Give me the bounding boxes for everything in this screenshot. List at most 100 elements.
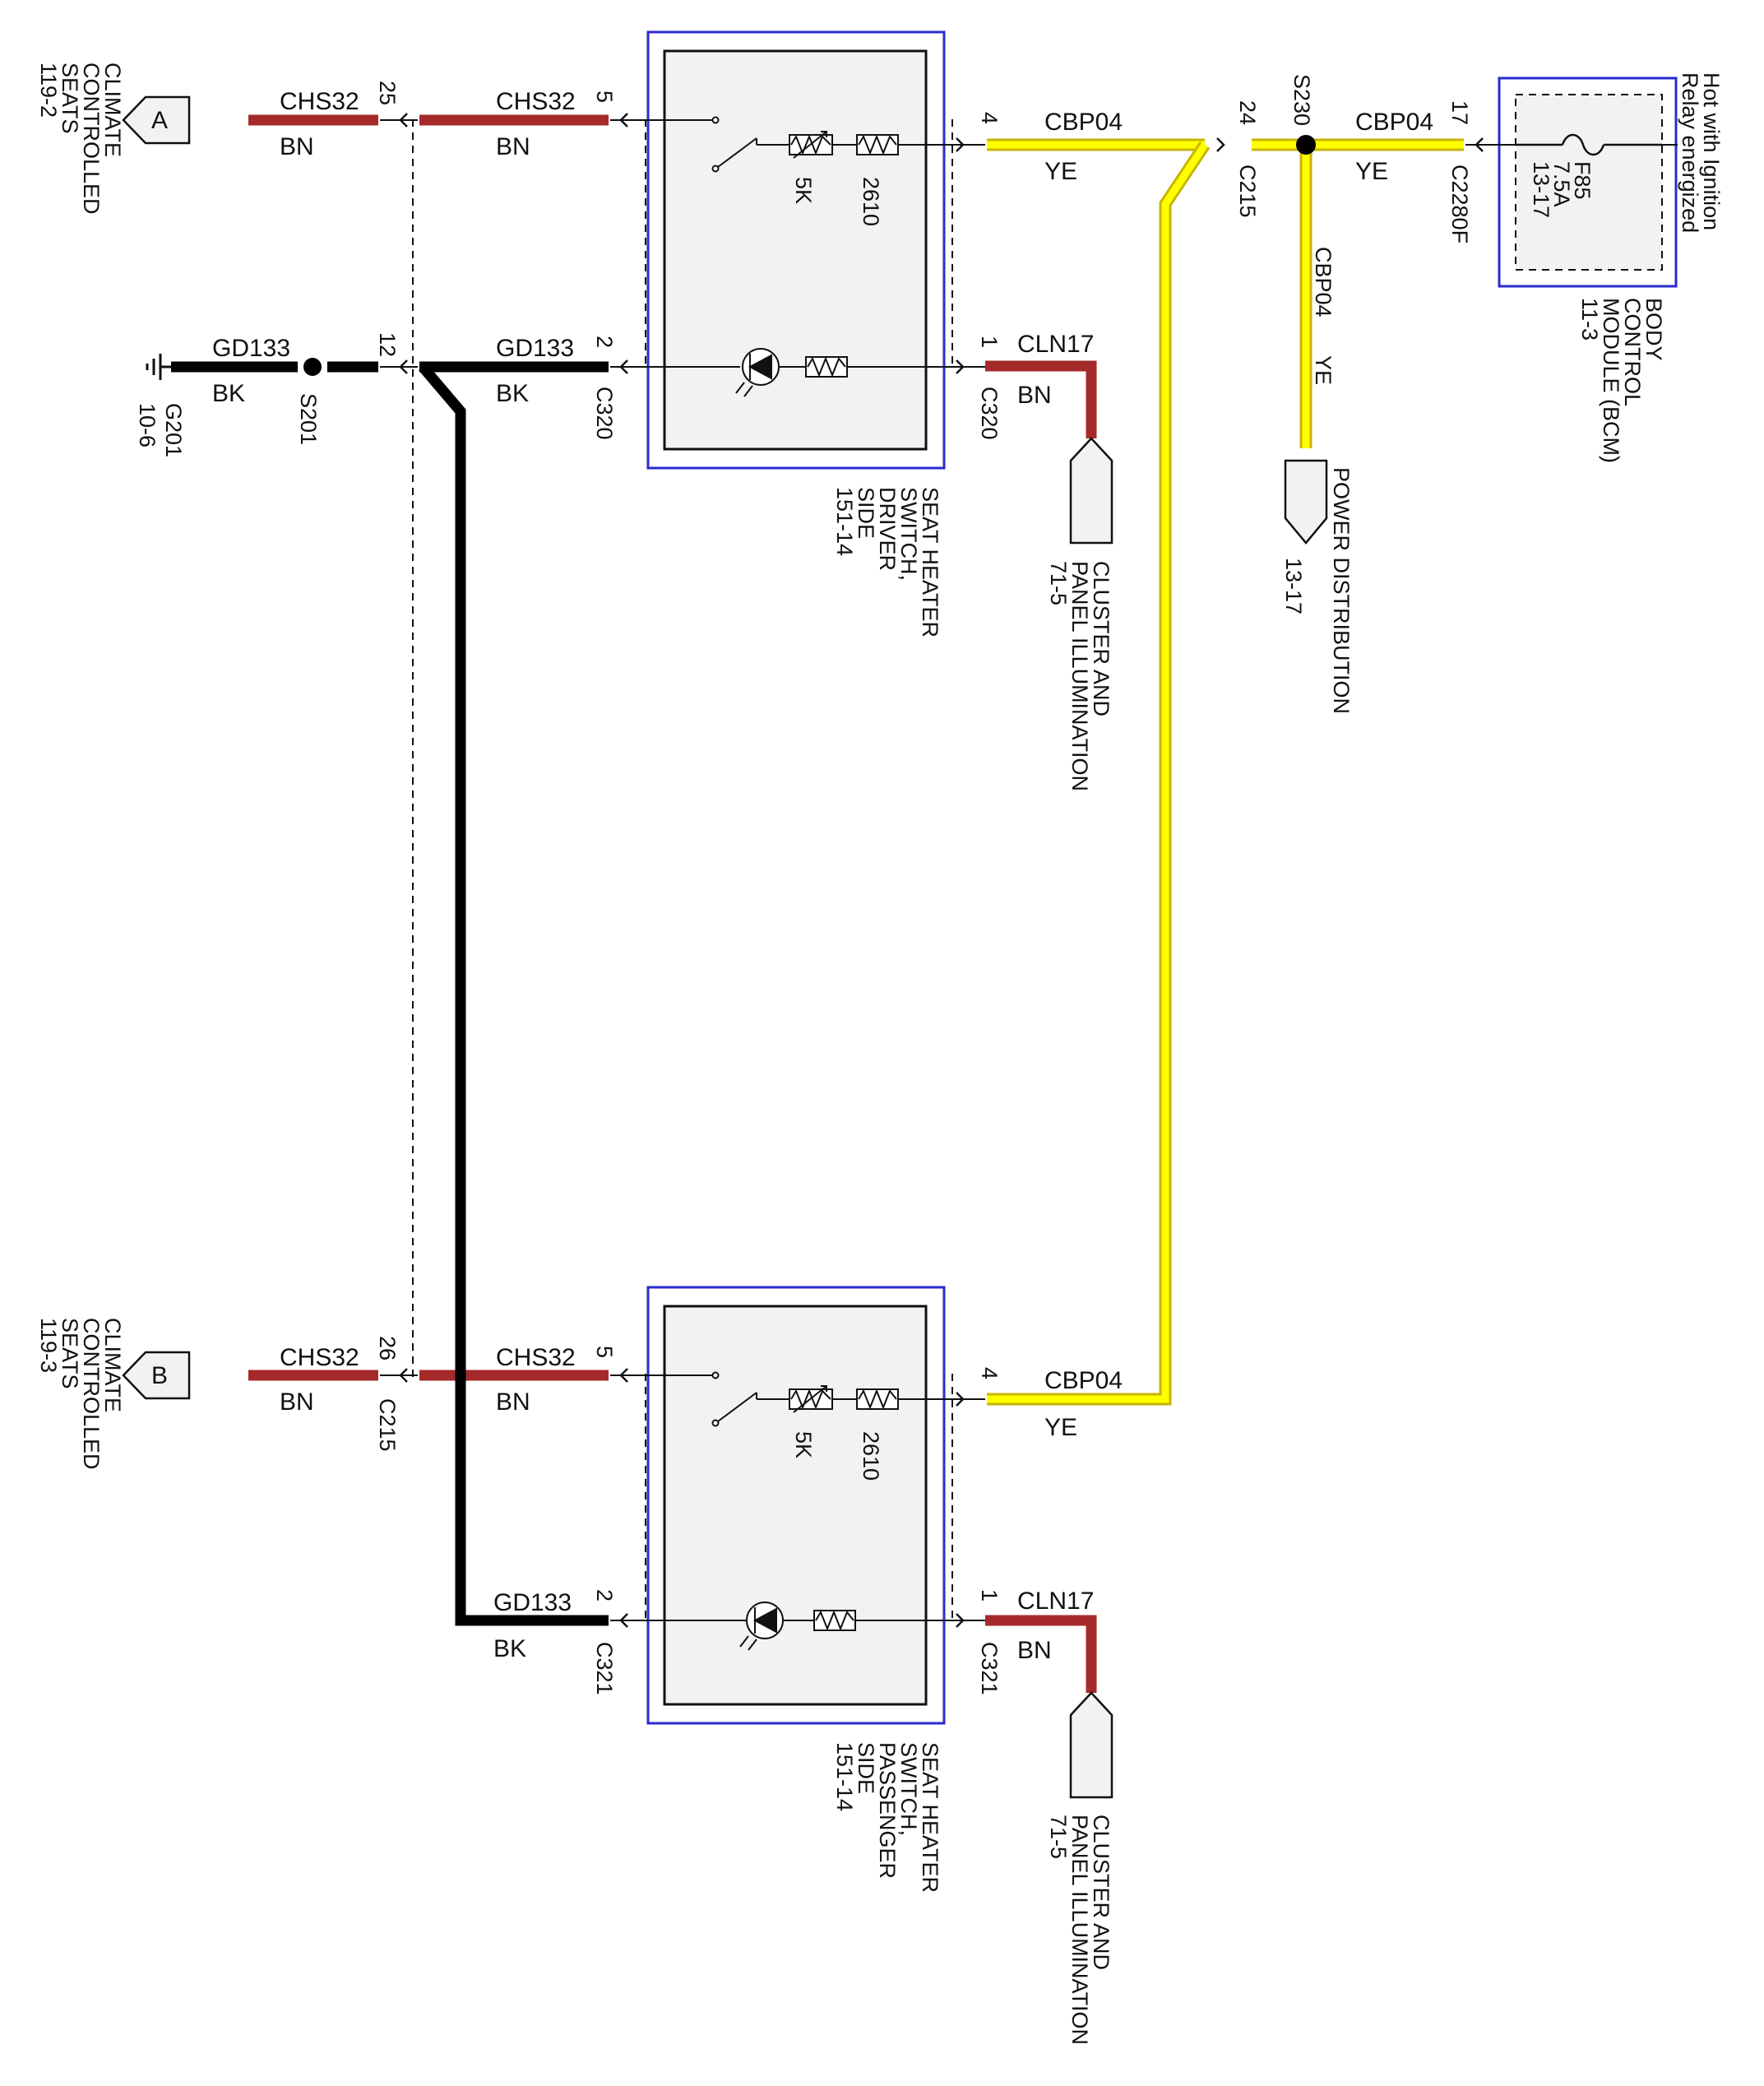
switch-title: SEAT HEATER bbox=[918, 1742, 942, 1893]
color-label: BN bbox=[280, 133, 314, 160]
switch-title: PASSENGER bbox=[875, 1742, 900, 1879]
climate-seats-a-connector bbox=[122, 95, 191, 145]
pin-number: 17 bbox=[1447, 100, 1472, 125]
cluster-title: PANEL ILLUMINATION bbox=[1067, 1815, 1092, 2045]
pin-number: 1 bbox=[977, 1589, 1002, 1602]
color-label: BN bbox=[280, 1388, 314, 1416]
circuit-label: GD133 bbox=[496, 335, 574, 362]
pin-number: 12 bbox=[375, 332, 400, 357]
fuse-rating: 7.5A bbox=[1549, 161, 1574, 207]
splice-label: S230 bbox=[1289, 74, 1314, 126]
cluster-ref: 71-5 bbox=[1046, 561, 1071, 605]
switch-title: SWITCH, bbox=[896, 487, 921, 581]
thin-leads bbox=[380, 119, 1678, 1621]
hot-note: Hot with Ignition bbox=[1699, 72, 1724, 230]
pin-number: 2 bbox=[592, 336, 617, 348]
ccs-title: CONTROLLED bbox=[79, 1318, 104, 1470]
ccs-title: CLIMATE bbox=[100, 1318, 125, 1412]
seat-heater-switch-passenger-outer bbox=[646, 1286, 946, 1725]
hot-note: Relay energized bbox=[1678, 72, 1702, 233]
fuse-name: F85 bbox=[1570, 161, 1595, 200]
arrow-connector-icon bbox=[399, 113, 1484, 1628]
cluster-ref: 71-5 bbox=[1046, 1815, 1071, 1859]
splice-label: S201 bbox=[296, 393, 321, 445]
pin-number: 5 bbox=[592, 90, 617, 103]
pin-number: 24 bbox=[1235, 100, 1260, 125]
circuit-label: CBP04 bbox=[1044, 109, 1123, 136]
led-icon bbox=[664, 348, 806, 397]
connector-label: C320 bbox=[592, 387, 617, 440]
seat-heater-switch-driver-outer bbox=[646, 30, 946, 470]
color-label: BK bbox=[212, 380, 245, 407]
color-label: YE bbox=[1044, 158, 1077, 185]
ground-icon bbox=[146, 354, 171, 380]
circuit-label: CBP04 bbox=[1311, 247, 1336, 318]
ccs-title: CLIMATE bbox=[100, 63, 125, 157]
diamond-connector-icon bbox=[1069, 1691, 1113, 1799]
circuit-label: GD133 bbox=[212, 335, 290, 362]
power-distribution-title: POWER DISTRIBUTION bbox=[1329, 467, 1354, 714]
connector-label: C321 bbox=[977, 1642, 1002, 1695]
resistor-icon bbox=[813, 1610, 926, 1631]
connector-label: C321 bbox=[592, 1642, 617, 1695]
connector-label: C320 bbox=[977, 387, 1002, 440]
switch-ref: 151-14 bbox=[832, 487, 857, 556]
diamond-connector-icon bbox=[1284, 459, 1328, 545]
cluster-title: CLUSTER AND bbox=[1089, 561, 1113, 716]
bcm-title: CONTROL bbox=[1620, 298, 1645, 406]
ccs-ref: 119-3 bbox=[36, 1318, 61, 1373]
pin-number: 25 bbox=[375, 81, 400, 105]
resistor-icon bbox=[789, 1385, 926, 1413]
climate-seats-b-connector bbox=[122, 1351, 191, 1400]
ccs-title: SEATS bbox=[58, 1318, 82, 1389]
seat-heater-switch-passenger-body bbox=[663, 1305, 928, 1706]
switch-title: SIDE bbox=[854, 487, 878, 539]
ccs-title: SEATS bbox=[58, 63, 82, 134]
circuit-label: CBP04 bbox=[1044, 1367, 1123, 1394]
pin-number: 1 bbox=[977, 336, 1002, 348]
switch-ref: 151-14 bbox=[832, 1742, 857, 1811]
resistor-value: 5K bbox=[791, 1431, 816, 1458]
switch-title: SWITCH, bbox=[896, 1742, 921, 1836]
bcm-ref: 11-3 bbox=[1577, 298, 1602, 341]
bcm-title: MODULE (BCM) bbox=[1599, 298, 1623, 463]
circuit-label: CHS32 bbox=[280, 88, 359, 115]
circuit-label: GD133 bbox=[493, 1589, 572, 1616]
circuit-label: CHS32 bbox=[280, 1344, 359, 1371]
resistor-icon bbox=[805, 356, 926, 378]
switch-icon bbox=[664, 1371, 789, 1427]
resistor-value: 5K bbox=[791, 177, 816, 204]
connector-label: C215 bbox=[375, 1398, 400, 1452]
bcm-title: BODY bbox=[1641, 298, 1666, 361]
connector-label: C2280F bbox=[1447, 165, 1472, 243]
ccs-ref: 119-2 bbox=[36, 63, 61, 118]
switch-title: SEAT HEATER bbox=[918, 487, 942, 637]
color-label: BN bbox=[1017, 382, 1052, 409]
pin-number: 5 bbox=[592, 1346, 617, 1358]
cluster-title: CLUSTER AND bbox=[1089, 1815, 1113, 1970]
pin-number: 4 bbox=[977, 1367, 1002, 1379]
cln17-brown-wires bbox=[985, 360, 1097, 1693]
circuit-label: CLN17 bbox=[1017, 1588, 1094, 1615]
cbp04-yellow-wires bbox=[987, 138, 1464, 1406]
color-label: YE bbox=[1311, 355, 1336, 385]
ground-ref: 10-6 bbox=[135, 403, 160, 447]
connector-letter-b: B bbox=[151, 1362, 168, 1389]
color-label: BN bbox=[1017, 1637, 1052, 1664]
switch-title: SIDE bbox=[854, 1742, 878, 1794]
splice-dot-icon bbox=[1296, 135, 1316, 155]
chs32-brown-wires bbox=[248, 114, 609, 1381]
color-label: BK bbox=[496, 380, 529, 407]
pin-number: 2 bbox=[592, 1589, 617, 1602]
resistor-icon bbox=[789, 131, 926, 159]
gd133-black-wires bbox=[171, 361, 609, 1626]
color-label: BK bbox=[493, 1635, 526, 1662]
switch-icon bbox=[664, 116, 789, 173]
ccs-title: CONTROLLED bbox=[79, 63, 104, 215]
color-label: YE bbox=[1355, 158, 1388, 185]
cluster-title: PANEL ILLUMINATION bbox=[1067, 561, 1092, 791]
ground-label: G201 bbox=[161, 403, 186, 457]
resistor-value: 2610 bbox=[859, 177, 883, 226]
diamond-connector-icon bbox=[1069, 437, 1113, 545]
